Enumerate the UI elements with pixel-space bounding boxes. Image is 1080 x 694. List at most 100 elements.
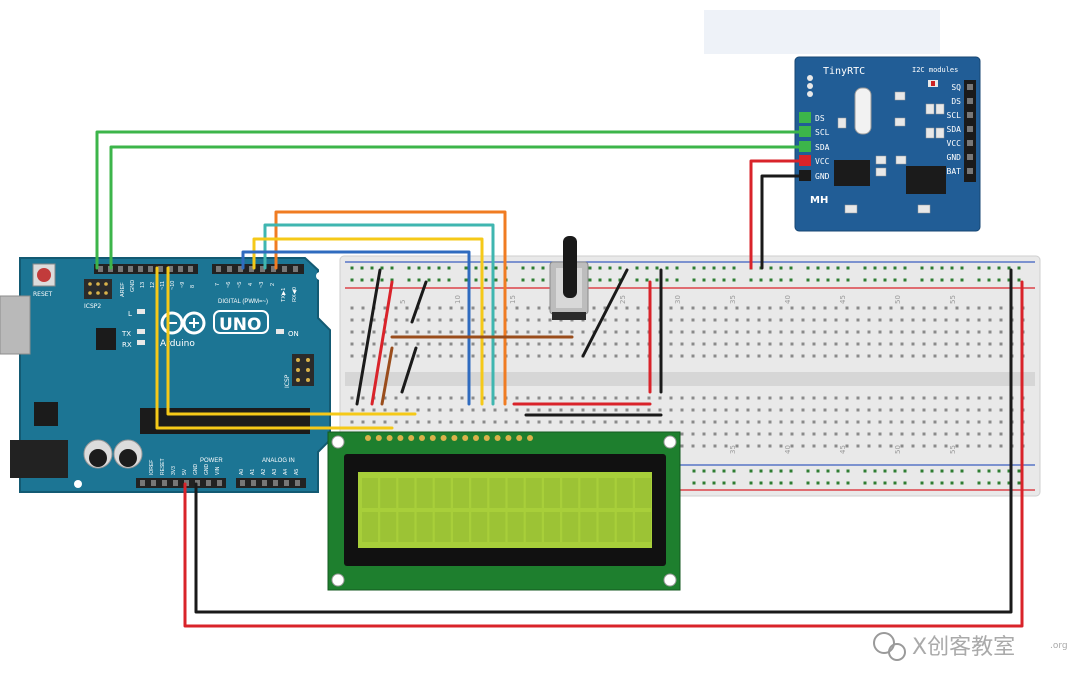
breadboard-hole: [977, 444, 981, 448]
breadboard-hole: [713, 354, 717, 358]
lcd-pin: [386, 435, 393, 441]
breadboard-hole: [823, 306, 827, 310]
breadboard-hole: [801, 318, 805, 322]
breadboard-hole: [966, 354, 970, 358]
breadboard-hole: [801, 354, 805, 358]
lcd-pin: [462, 435, 469, 441]
breadboard-hole: [474, 266, 478, 270]
breadboard-hole: [482, 408, 486, 412]
breadboard-hole: [878, 330, 882, 334]
breadboard-hole: [570, 420, 574, 424]
uno-badge: [213, 310, 269, 334]
breadboard-hole: [482, 306, 486, 310]
breadboard-hole: [812, 396, 816, 400]
breadboard-hole: [493, 396, 497, 400]
breadboard-hole: [889, 354, 893, 358]
rtc-right-pin-label: DS: [951, 97, 961, 106]
breadboard-hole: [608, 266, 612, 270]
breadboard-hole: [548, 354, 552, 358]
lcd-cell: [580, 512, 597, 542]
breadboard-hole: [493, 342, 497, 346]
breadboard-hole: [407, 278, 411, 282]
breadboard-hole: [405, 330, 409, 334]
breadboard-hole: [768, 342, 772, 346]
lcd-cell: [489, 512, 506, 542]
col-number: 25: [619, 295, 627, 304]
breadboard-hole: [883, 266, 887, 270]
breadboard-hole: [966, 444, 970, 448]
breadboard-hole: [370, 266, 374, 270]
breadboard-hole: [900, 342, 904, 346]
digital-header-right: [212, 264, 304, 274]
breadboard-hole: [845, 396, 849, 400]
wire-scl: [109, 145, 804, 270]
analog-pin-label: A3: [272, 469, 278, 475]
breadboard-hole: [394, 396, 398, 400]
breadboard-hole: [537, 408, 541, 412]
breadboard-hole: [691, 342, 695, 346]
breadboard-hole: [903, 266, 907, 270]
breadboard-hole: [922, 408, 926, 412]
icsp-header: [292, 354, 314, 386]
breadboard-hole: [438, 354, 442, 358]
breadboard-hole: [944, 420, 948, 424]
breadboard-hole: [933, 408, 937, 412]
breadboard-hole: [988, 306, 992, 310]
breadboard-hole: [834, 408, 838, 412]
lcd-cell: [635, 512, 651, 542]
breadboard-hole: [757, 342, 761, 346]
breadboard-hole: [702, 318, 706, 322]
breadboard-hole: [713, 408, 717, 412]
breadboard-hole: [955, 432, 959, 436]
rtc-right-pin-label: SCL: [947, 111, 962, 120]
col-number: 50: [894, 445, 902, 454]
breadboard-hole: [383, 420, 387, 424]
breadboard-hole: [722, 266, 726, 270]
breadboard-hole: [977, 266, 981, 270]
breadboard-hole: [636, 408, 640, 412]
breadboard-hole: [692, 278, 696, 282]
breadboard-hole: [526, 354, 530, 358]
breadboard-hole: [749, 469, 753, 473]
breadboard-hole: [515, 408, 519, 412]
breadboard-hole: [746, 306, 750, 310]
breadboard-hole: [614, 354, 618, 358]
breadboard-hole: [493, 330, 497, 334]
breadboard-hole: [1007, 278, 1011, 282]
breadboard-hole: [856, 444, 860, 448]
breadboard-hole: [537, 318, 541, 322]
analog-pin-label: A1: [250, 469, 256, 475]
breadboard-hole: [625, 342, 629, 346]
breadboard-hole: [966, 432, 970, 436]
col-number: 5: [399, 300, 407, 304]
breadboard-hole: [769, 278, 773, 282]
breadboard-hole: [944, 432, 948, 436]
breadboard-hole: [735, 444, 739, 448]
breadboard-hole: [789, 278, 793, 282]
breadboard-hole: [790, 432, 794, 436]
breadboard-hole: [647, 408, 651, 412]
power-header: [136, 478, 226, 488]
breadboard-hole: [955, 354, 959, 358]
pin-label-13: 13: [140, 282, 146, 288]
lcd-cell: [562, 512, 579, 542]
breadboard-hole: [460, 354, 464, 358]
breadboard-hole: [493, 408, 497, 412]
breadboard-hole: [997, 481, 1001, 485]
breadboard-hole: [944, 342, 948, 346]
breadboard-hole: [732, 278, 736, 282]
breadboard-hole: [581, 342, 585, 346]
breadboard-hole: [592, 342, 596, 346]
breadboard-hole: [692, 481, 696, 485]
pin-label-6: ~6: [226, 282, 232, 288]
breadboard-hole: [691, 318, 695, 322]
breadboard-hole: [625, 330, 629, 334]
breadboard-hole: [405, 420, 409, 424]
breadboard-hole: [988, 444, 992, 448]
breadboard-hole: [933, 396, 937, 400]
breadboard-hole: [856, 408, 860, 412]
breadboard-hole: [713, 432, 717, 436]
power-pin-label: IOREF: [149, 460, 155, 475]
breadboard-hole: [1007, 266, 1011, 270]
breadboard-hole: [878, 306, 882, 310]
